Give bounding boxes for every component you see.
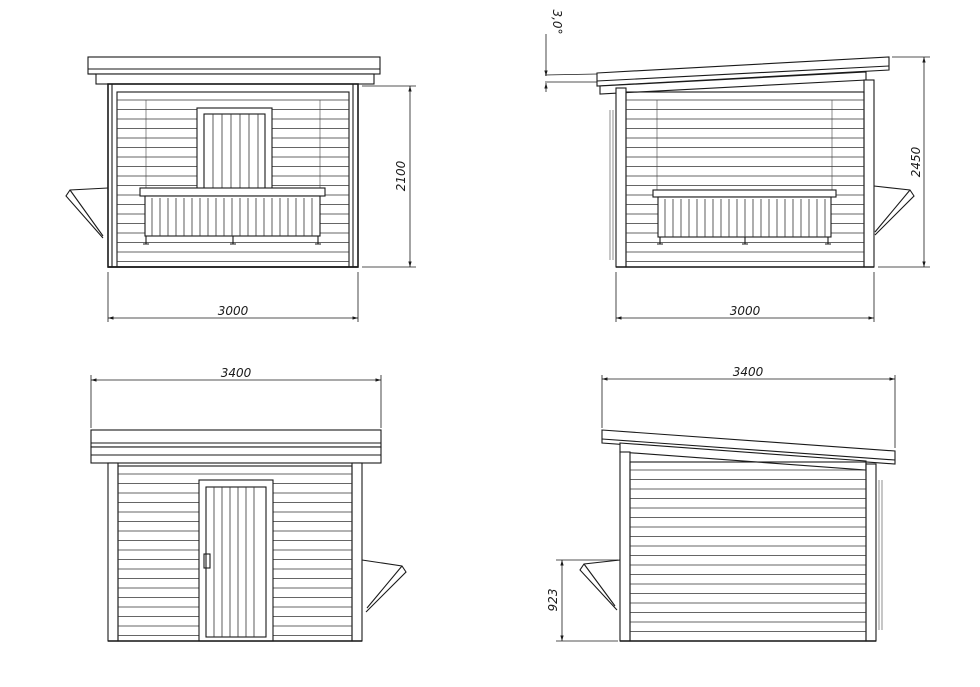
side-left-dimensions: 3400 923 — [546, 365, 896, 642]
front-dimensions: 3000 2100 — [107, 85, 416, 322]
side-width-dimension: 3000 — [730, 304, 761, 318]
front-height-dimension: 2100 — [394, 160, 408, 191]
side-left-width-dimension: 3400 — [733, 365, 764, 379]
back-elevation — [90, 429, 407, 642]
side-elevation-left — [579, 429, 896, 642]
side-height-dimension: 2450 — [909, 146, 923, 177]
front-width-dimension: 3000 — [218, 304, 249, 318]
back-dimensions: 3400 — [90, 366, 382, 428]
back-width-dimension: 3400 — [221, 366, 252, 380]
side-right-dimensions: 3000 2450 3,0° — [544, 9, 930, 322]
roof-angle-dimension: 3,0° — [550, 9, 564, 34]
side-elevation-right — [596, 56, 915, 268]
counter-height-dimension: 923 — [546, 589, 560, 612]
front-elevation — [65, 56, 381, 268]
